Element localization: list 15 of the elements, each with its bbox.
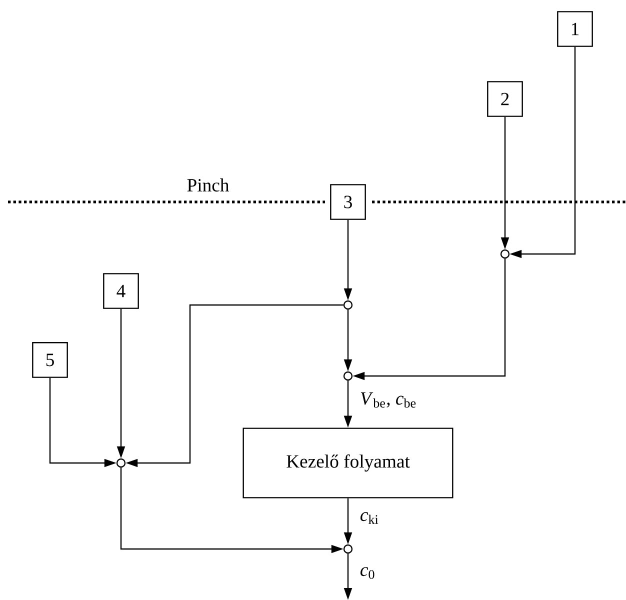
stream-box: 5: [32, 342, 68, 378]
stream-box: 4: [103, 273, 139, 309]
junction-circle: [343, 371, 353, 381]
junction-circle: [500, 249, 510, 259]
edge-label: c$_{0}$: [358, 566, 377, 580]
stream-box: 1: [557, 11, 593, 47]
junction-circle: [343, 300, 353, 310]
edge-label: V$_{be}$, c$_{be}$: [358, 391, 418, 409]
process-box: Kezelő folyamat: [242, 428, 454, 498]
stream-box: 2: [487, 81, 523, 117]
junction-circle: [343, 544, 353, 554]
junction-circle: [116, 458, 126, 468]
stream-box: 3: [330, 184, 366, 220]
pinch-label: Pinch: [187, 178, 230, 192]
edge-label: c$_{ki}$: [358, 510, 380, 526]
